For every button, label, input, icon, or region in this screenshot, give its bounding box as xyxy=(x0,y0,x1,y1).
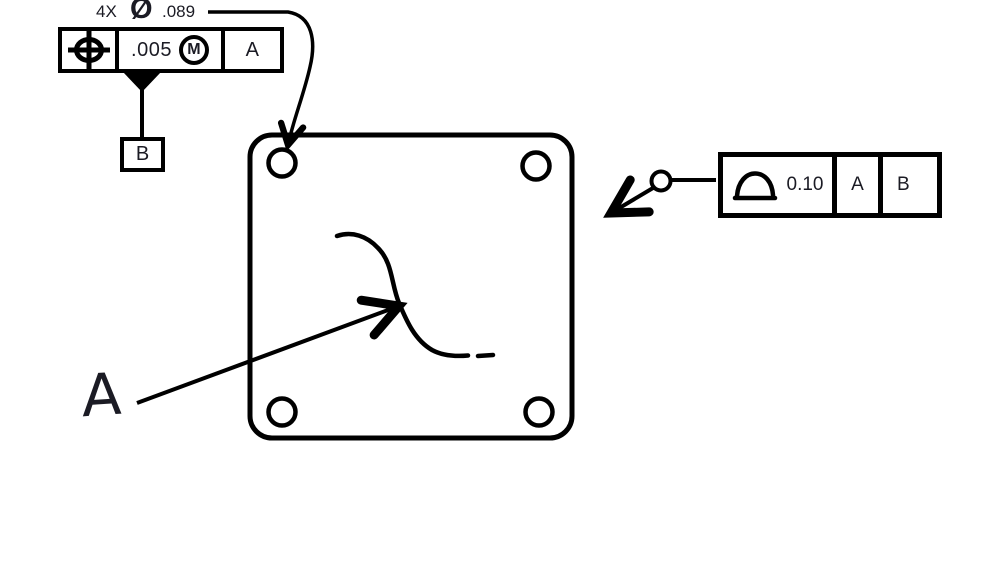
plate-outline xyxy=(247,132,575,441)
hole-diameter-value: .089 xyxy=(162,2,196,21)
hole-top-right xyxy=(520,150,552,182)
datum-b-triangle-icon xyxy=(123,72,161,92)
all-around-icon xyxy=(649,169,673,193)
hole-quantity-label: 4X xyxy=(96,2,117,21)
position-datum-a-label: A xyxy=(245,38,260,61)
datum-a-leader xyxy=(136,295,408,405)
profile-tolerance-cell: 0.10 xyxy=(723,157,832,213)
position-tolerance-value: .005 xyxy=(131,38,172,61)
surface-s-curve xyxy=(334,231,471,359)
profile-tolerance-value: 0.10 xyxy=(786,174,824,195)
hole-bottom-left xyxy=(266,396,298,428)
surface-s-curve-end-dash xyxy=(475,352,496,359)
profile-datum-b-label: B xyxy=(897,174,910,195)
profile-datum-a-cell: A xyxy=(832,157,878,213)
position-tolerance-icon xyxy=(67,31,110,69)
hole-callout-leader xyxy=(208,10,315,152)
mmc-modifier-icon: M xyxy=(178,35,209,65)
hole-bottom-right xyxy=(523,396,555,428)
position-symbol-cell xyxy=(62,31,115,69)
position-datum-cell: A xyxy=(221,31,280,69)
profile-feature-control-frame: 0.10 A B xyxy=(718,152,942,218)
profile-datum-a-label: A xyxy=(851,174,864,195)
profile-of-surface-icon xyxy=(732,171,777,201)
datum-a-handwritten-label: A xyxy=(81,359,123,431)
profile-datum-b-cell: B xyxy=(878,157,937,213)
hole-top-left xyxy=(266,147,298,179)
profile-leader-arrow xyxy=(603,175,655,218)
position-tolerance-cell: .005 M xyxy=(115,31,221,69)
position-feature-control-frame: .005 M A xyxy=(58,27,284,73)
datum-b-label: B xyxy=(135,143,150,165)
datum-b-box: B xyxy=(120,137,165,172)
diameter-symbol: Ø xyxy=(130,0,153,25)
